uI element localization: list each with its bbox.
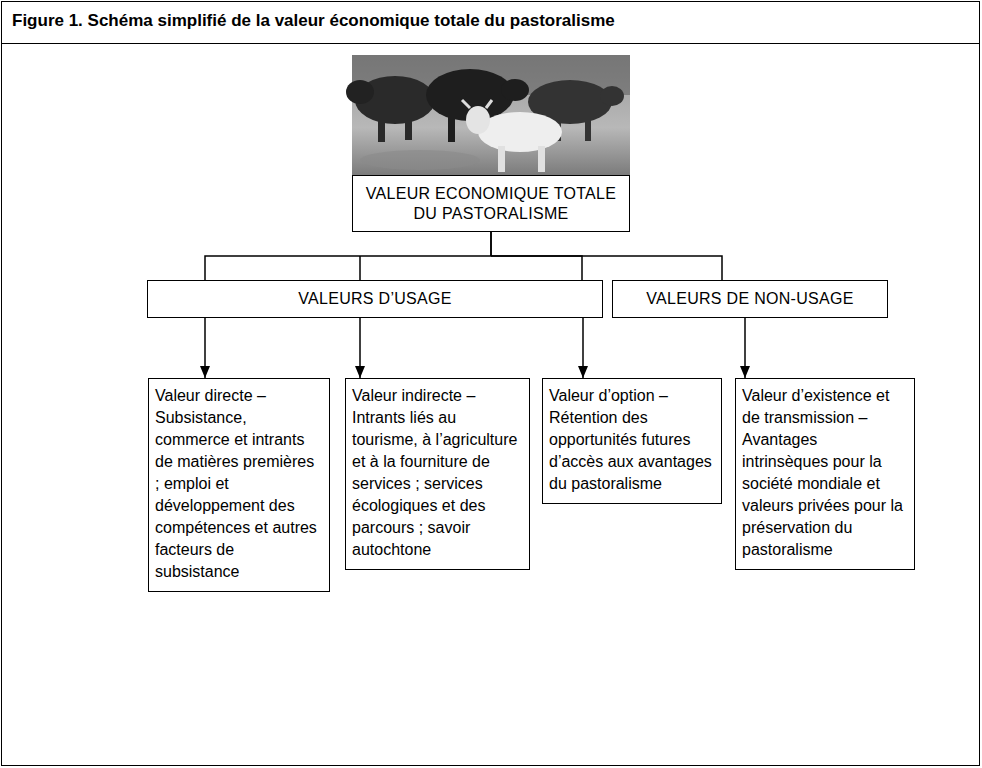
value-box: Valeur d’option – Rétention des opportun… (542, 378, 722, 504)
arrow-connector (744, 318, 746, 378)
total-value-box: VALEUR ECONOMIQUE TOTALE DU PASTORALISME (352, 175, 630, 232)
box-text: VALEURS DE NON-USAGE (646, 289, 854, 309)
box-text: Valeur d’existence et de transmission – … (742, 385, 908, 561)
box-text: VALEURS D’USAGE (298, 289, 452, 309)
box-text: Valeur directe – Subsistance, commerce e… (155, 385, 323, 583)
arrow-connector (204, 318, 206, 378)
tree-line (491, 232, 722, 280)
box-text: Valeur indirecte – Intrants liés au tour… (352, 385, 523, 561)
category-box: VALEURS D’USAGE (147, 280, 603, 318)
arrow-connector (582, 318, 584, 378)
box-text: Valeur d’option – Rétention des opportun… (549, 385, 715, 495)
category-box: VALEURS DE NON-USAGE (612, 280, 888, 318)
arrow-connector (359, 318, 361, 378)
value-box: Valeur d’existence et de transmission – … (735, 378, 915, 570)
box-text: VALEUR ECONOMIQUE TOTALE DU PASTORALISME (359, 184, 623, 224)
figure-title: Figure 1. Schéma simplifié de la valeur … (12, 11, 615, 31)
value-box: Valeur indirecte – Intrants liés au tour… (345, 378, 530, 570)
value-box: Valeur directe – Subsistance, commerce e… (148, 378, 330, 592)
